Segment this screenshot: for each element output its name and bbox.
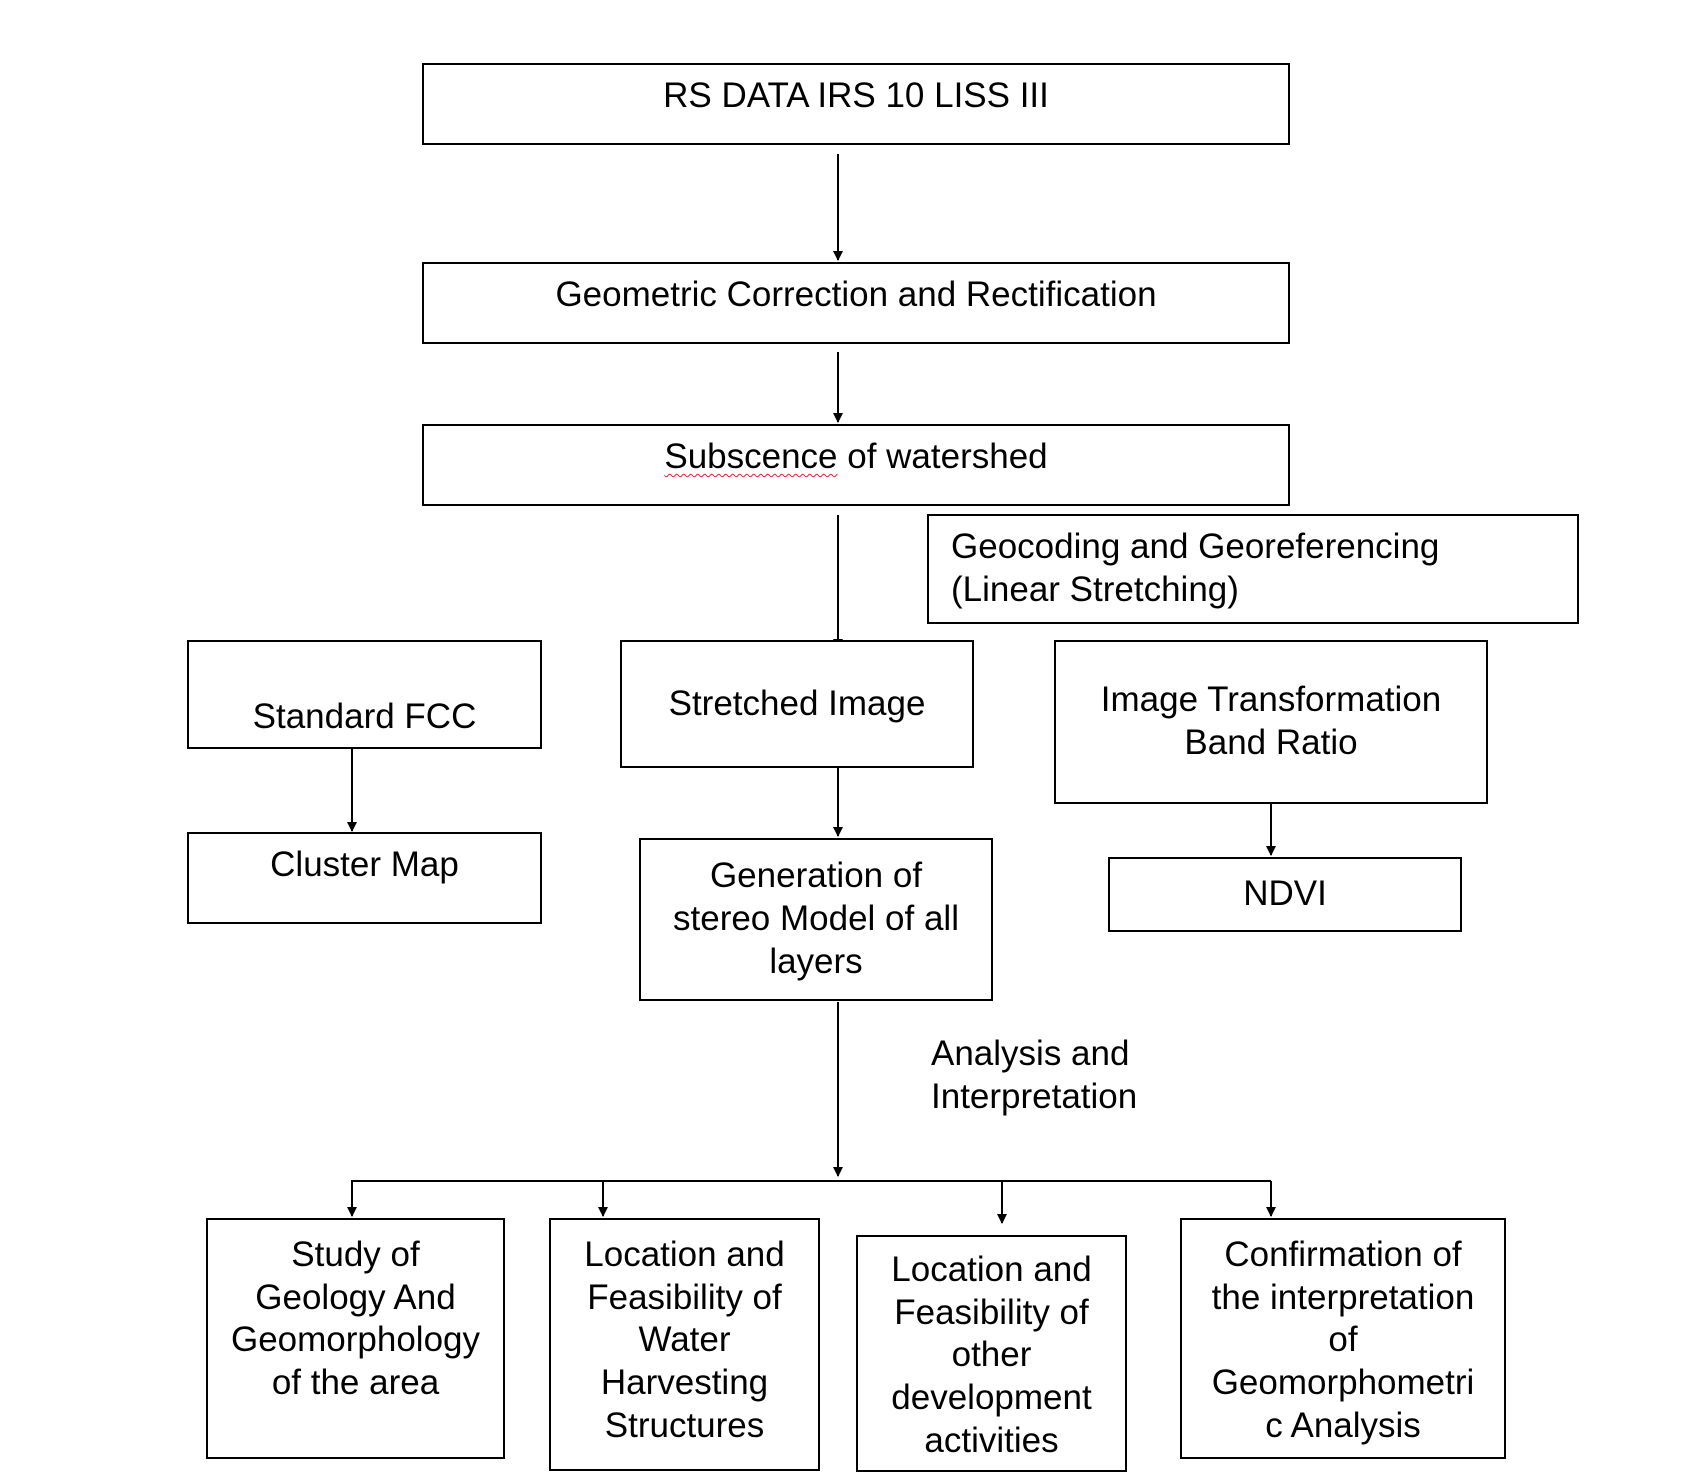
node-other-dev-line-1: Location and xyxy=(891,1250,1092,1289)
node-standard-fcc: Standard FCC xyxy=(187,640,542,749)
node-image-transformation-line-1: Image Transformation xyxy=(1100,680,1442,720)
node-water-harvesting-line-3: Water xyxy=(638,1320,731,1360)
node-subscence-watershed: Subscence of watershed xyxy=(422,424,1290,506)
node-standard-fcc-text: Standard FCC xyxy=(252,697,477,737)
node-confirmation-line-2: the interpretation xyxy=(1211,1277,1475,1317)
node-other-dev-line-5: activities xyxy=(924,1420,1059,1460)
node-water-harvesting-line-5: Structures xyxy=(604,1405,765,1445)
node-geology-line-1: Study of xyxy=(291,1235,420,1274)
node-geometric-correction-text: Geometric Correction and Rectification xyxy=(555,275,1157,314)
node-confirmation-interpretation: Confirmation of the interpretation of Ge… xyxy=(1180,1218,1506,1459)
node-geology-geomorphology: Study of Geology And Geomorphology of th… xyxy=(206,1218,505,1459)
node-stretched-image: Stretched Image xyxy=(620,640,974,768)
node-confirmation-line-3: of xyxy=(1328,1320,1358,1360)
node-image-transformation-line-2: Band Ratio xyxy=(1184,723,1358,762)
node-other-dev-line-4: development xyxy=(891,1378,1092,1418)
node-water-harvesting-line-2: Feasibility of xyxy=(587,1277,782,1317)
node-stereo-model-line-2: stereo Model of all xyxy=(673,899,959,939)
node-confirmation-line-4: Geomorphometri xyxy=(1211,1363,1475,1403)
node-confirmation-line-5: c Analysis xyxy=(1265,1405,1421,1445)
node-rs-data-text: RS DATA IRS 10 LISS III xyxy=(663,76,1049,115)
node-confirmation-line-1: Confirmation of xyxy=(1224,1235,1462,1274)
annotation-line-2: Interpretation xyxy=(931,1076,1138,1116)
node-water-harvesting-line-4: Harvesting xyxy=(600,1363,769,1403)
node-cluster-map: Cluster Map xyxy=(187,832,542,924)
node-geometric-correction: Geometric Correction and Rectification xyxy=(422,262,1290,344)
node-stereo-model: Generation of stereo Model of all layers xyxy=(639,838,993,1001)
analysis-interpretation-annotation: Analysis and Interpretation xyxy=(931,1033,1137,1118)
node-geocoding-georeferencing: Geocoding and Georeferencing (Linear Str… xyxy=(927,514,1579,624)
node-water-harvesting-line-1: Location and xyxy=(584,1235,785,1274)
node-geology-line-4: of the area xyxy=(271,1363,440,1403)
node-subscence-watershed-text: Subscence of watershed xyxy=(664,436,1047,479)
node-stereo-model-line-3: layers xyxy=(769,941,863,981)
node-geocoding-line-2: (Linear Stretching) xyxy=(951,570,1239,609)
node-cluster-map-text: Cluster Map xyxy=(270,845,459,884)
node-water-harvesting: Location and Feasibility of Water Harves… xyxy=(549,1218,820,1471)
node-geocoding-line-1: Geocoding and Georeferencing xyxy=(951,527,1440,567)
node-subscence-rest-text: of watershed xyxy=(837,437,1048,476)
node-other-development: Location and Feasibility of other develo… xyxy=(856,1235,1127,1472)
node-other-dev-line-3: other xyxy=(951,1335,1032,1375)
node-ndvi-text: NDVI xyxy=(1243,874,1327,914)
node-geology-line-2: Geology And xyxy=(255,1277,456,1317)
node-other-dev-line-2: Feasibility of xyxy=(894,1292,1089,1332)
node-stretched-image-text: Stretched Image xyxy=(668,683,926,723)
annotation-line-1: Analysis and xyxy=(931,1034,1130,1073)
node-image-transformation: Image Transformation Band Ratio xyxy=(1054,640,1488,804)
node-rs-data: RS DATA IRS 10 LISS III xyxy=(422,63,1290,145)
spellcheck-flagged-word: Subscence xyxy=(664,437,838,476)
node-stereo-model-line-1: Generation of xyxy=(709,856,923,896)
node-geology-line-3: Geomorphology xyxy=(230,1320,481,1360)
node-ndvi: NDVI xyxy=(1108,857,1462,932)
